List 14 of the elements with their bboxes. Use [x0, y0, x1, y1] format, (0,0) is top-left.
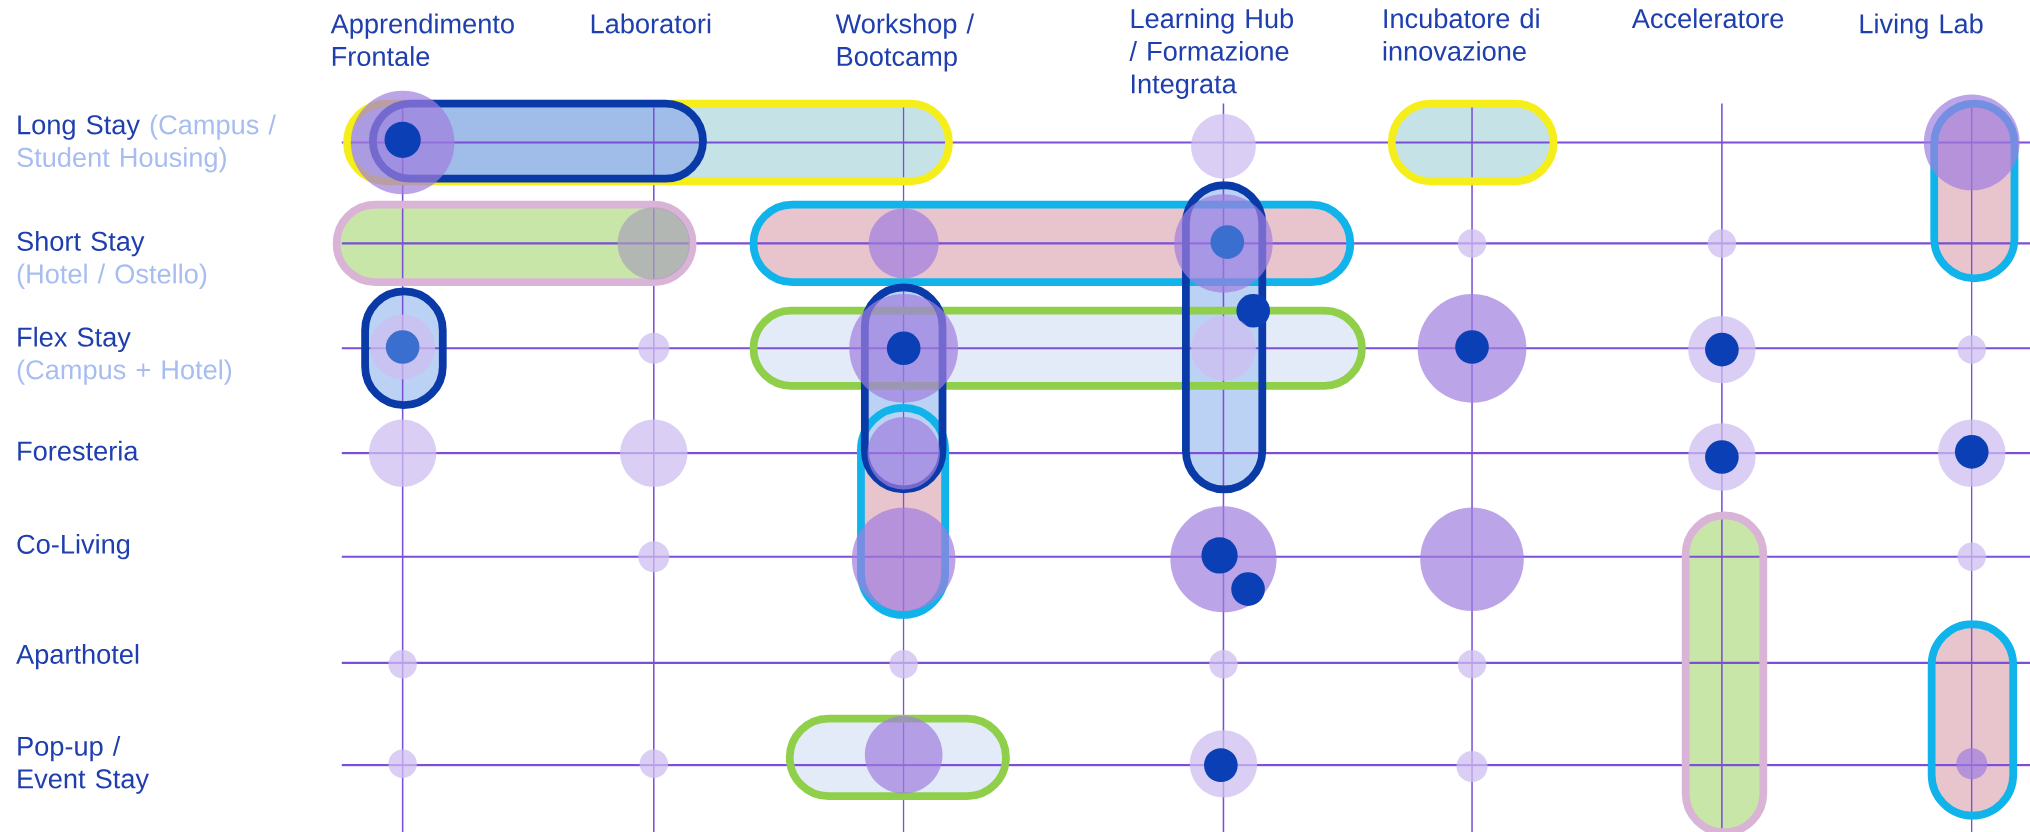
column-header: Living Lab: [1860, 13, 1983, 39]
column-header: Workshop / Bootcamp: [835, 13, 975, 72]
row-header: Pop-up / Event Stay: [18, 735, 149, 794]
column-header: Apprendimento Frontale: [330, 13, 514, 66]
column-header: Laboratori: [591, 13, 711, 34]
row-header: Long Stay (Campus / Student Housing): [17, 114, 276, 173]
column-header: Learning Hub / Formazione Integrata: [1129, 8, 1293, 99]
column-header: Acceleratore: [1631, 8, 1784, 29]
row-header: Foresteria: [18, 440, 139, 461]
row-header: Flex Stay (Campus + Hotel): [17, 326, 232, 385]
column-header: Incubatore di innovazione: [1383, 8, 1539, 61]
row-header: Co-Living: [17, 533, 130, 560]
row-header: Aparthotel: [16, 643, 139, 670]
row-header: Short Stay (Hotel / Ostello): [17, 230, 207, 289]
